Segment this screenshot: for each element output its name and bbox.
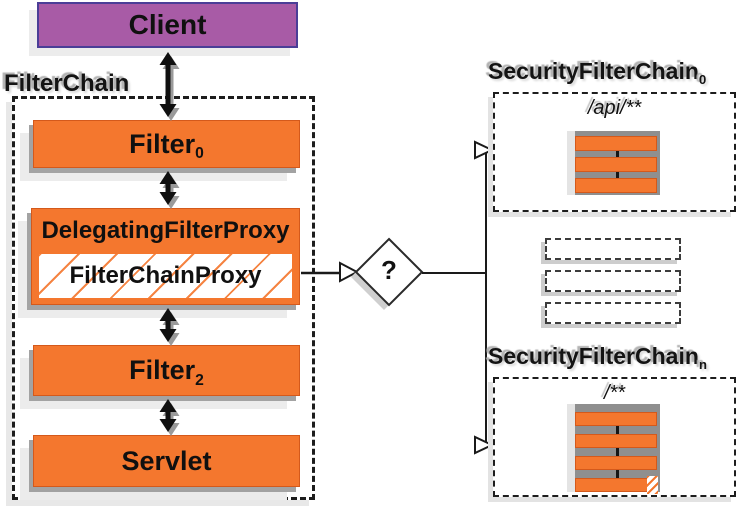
- filter-bar: [575, 476, 658, 494]
- arrowhead-into-chain-n: [474, 435, 495, 455]
- chain0-filter-bars: [575, 131, 660, 195]
- filter0-box: Filter0: [33, 120, 300, 168]
- filter-gap-dots: [575, 448, 660, 456]
- filter-bar: [575, 157, 657, 172]
- ellipsis-tick: [616, 448, 619, 456]
- securityfilterchain0-box: /api/**: [493, 92, 736, 212]
- hatch-mark: [647, 476, 658, 494]
- filter2-subscript: 2: [195, 371, 204, 389]
- filter2-box: Filter2: [33, 345, 300, 396]
- securityfilterchain-n-box: /**: [493, 377, 736, 497]
- branch-connector: [422, 149, 487, 446]
- arrowhead-into-chain0: [474, 140, 495, 160]
- filter-gap-dots: [575, 470, 660, 478]
- filter-gap-dots: [575, 172, 660, 178]
- delegating-filter-proxy-label: DelegatingFilterProxy: [41, 217, 290, 244]
- chain-n-filter-bars: [575, 404, 660, 494]
- securityfilterchain-n-title: SecurityFilterChainn: [488, 343, 708, 373]
- other-chains-ellipsis: [545, 238, 681, 334]
- filter-gap-dots: [575, 151, 660, 157]
- client-label: Client: [128, 9, 207, 40]
- decision-question-mark: ?: [381, 255, 397, 285]
- filter-stack-shadow-strip: [567, 131, 575, 195]
- filter-bar: [575, 136, 657, 151]
- filter2-label: Filter2: [129, 355, 204, 389]
- ellipsis-tick: [616, 426, 619, 434]
- client-box: Client: [37, 2, 298, 48]
- filter-chain-proxy-box: FilterChainProxy: [38, 253, 293, 299]
- arrowhead-into-decision: [339, 261, 360, 283]
- ellipsis-chain-bar: [545, 302, 681, 324]
- chain0-filter-stack: [567, 131, 660, 195]
- chain-n-subscript: n: [698, 357, 708, 373]
- filter-chain-proxy-label: FilterChainProxy: [69, 262, 262, 289]
- ellipsis-tick: [616, 172, 619, 178]
- filter0-subscript: 0: [195, 145, 204, 163]
- filterchain-label: FilterChain: [4, 70, 130, 97]
- chain-n-url-pattern: /**: [603, 382, 626, 404]
- chain0-url-pattern: /api/**: [587, 97, 642, 119]
- filter0-label: Filter0: [129, 128, 204, 163]
- filter-bar: [575, 456, 657, 470]
- servlet-box: Servlet: [33, 435, 300, 487]
- filter-bar: [575, 434, 657, 448]
- ellipsis-chain-bar: [545, 270, 681, 292]
- chain0-subscript: 0: [698, 72, 707, 88]
- chain-n-filter-stack: [567, 404, 660, 494]
- ellipsis-tick: [616, 151, 619, 157]
- filter-gap-dots: [575, 426, 660, 434]
- ellipsis-tick: [616, 470, 619, 478]
- securityfilterchain0-title: SecurityFilterChain0: [488, 58, 707, 88]
- delegating-filter-proxy-box: DelegatingFilterProxy FilterChainProxy: [31, 208, 300, 305]
- servlet-label: Servlet: [121, 445, 212, 476]
- filter-stack-shadow-strip: [567, 404, 575, 492]
- ellipsis-chain-bar: [545, 238, 681, 260]
- filter-bar: [575, 178, 657, 193]
- filter-bar: [575, 412, 657, 426]
